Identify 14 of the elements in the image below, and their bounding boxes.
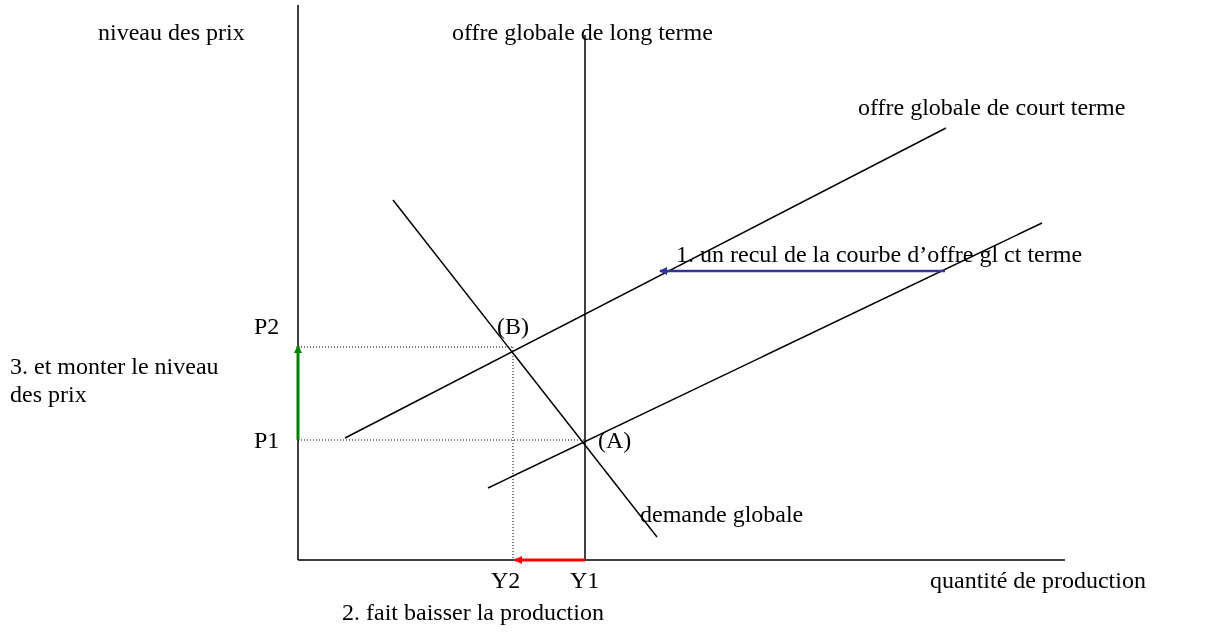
point-label: (A) <box>598 426 632 454</box>
curve-label: offre globale de long terme <box>452 18 713 46</box>
axis-label: niveau des prix <box>98 18 245 46</box>
annotation: 1. un recul de la courbe d’offre gl ct terme <box>676 240 1083 268</box>
annotation: 3. et monter le niveau des prix <box>10 352 220 408</box>
annotation: 2. fait baisser la production <box>342 598 604 626</box>
quantity-label: Y1 <box>570 566 600 594</box>
price-label: P1 <box>254 426 280 454</box>
curve-label: offre globale de court terme <box>858 93 1126 121</box>
quantity-label: Y2 <box>491 566 521 594</box>
price-label: P2 <box>254 312 280 340</box>
axis-label: quantité de production <box>930 566 1146 594</box>
curve-label: demande globale <box>640 500 804 528</box>
point-label: (B) <box>497 312 529 340</box>
